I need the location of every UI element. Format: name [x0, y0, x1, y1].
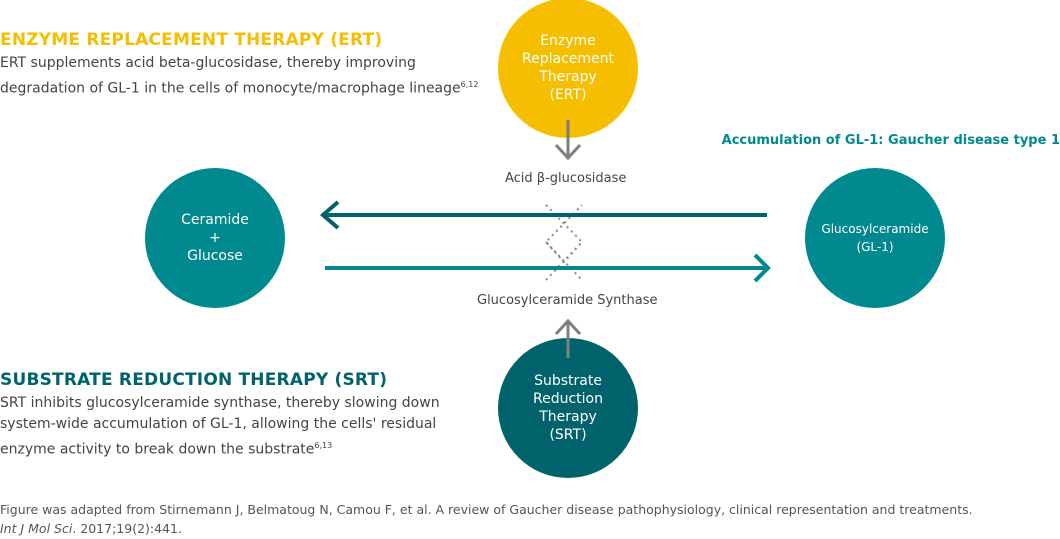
ert-down-arrow	[554, 120, 582, 161]
gl1-circle: Glucosylceramide (GL-1)	[805, 168, 945, 308]
ert-text: ERT supplements acid beta-glucosidase, t…	[0, 55, 461, 97]
footnote-text: Figure was adapted from Stirnemann J, Be…	[0, 502, 973, 517]
inhibition-marks	[544, 204, 584, 281]
srt-description: SRT inhibits glucosylceramide synthase, …	[0, 393, 450, 461]
srt-up-arrow	[554, 318, 582, 358]
acid-glucosidase-label: Acid β-glucosidase	[505, 171, 627, 186]
accumulation-label: Accumulation of GL-1: Gaucher disease ty…	[721, 133, 1060, 148]
footnote-journal: Int J Mol Sci	[0, 521, 73, 536]
ert-heading: ENZYME REPLACEMENT THERAPY (ERT)	[0, 30, 383, 50]
srt-heading: SUBSTRATE REDUCTION THERAPY (SRT)	[0, 370, 388, 390]
ert-description: ERT supplements acid beta-glucosidase, t…	[0, 53, 490, 100]
footnote-citation: . 2017;19(2):441.	[72, 521, 182, 536]
synthase-label: Glucosylceramide Synthase	[477, 293, 658, 308]
srt-circle: Substrate Reduction Therapy (SRT)	[498, 338, 638, 478]
footnote: Figure was adapted from Stirnemann J, Be…	[0, 500, 1040, 538]
srt-refs: 6,13	[314, 441, 333, 450]
degradation-arrow	[319, 200, 767, 230]
ert-refs: 6,12	[460, 80, 479, 89]
ceramide-glucose-circle: Ceramide + Glucose	[145, 168, 285, 308]
synthesis-arrow	[325, 253, 771, 283]
srt-text: SRT inhibits glucosylceramide synthase, …	[0, 395, 440, 458]
ert-circle: Enzyme Replacement Therapy (ERT)	[498, 0, 638, 138]
